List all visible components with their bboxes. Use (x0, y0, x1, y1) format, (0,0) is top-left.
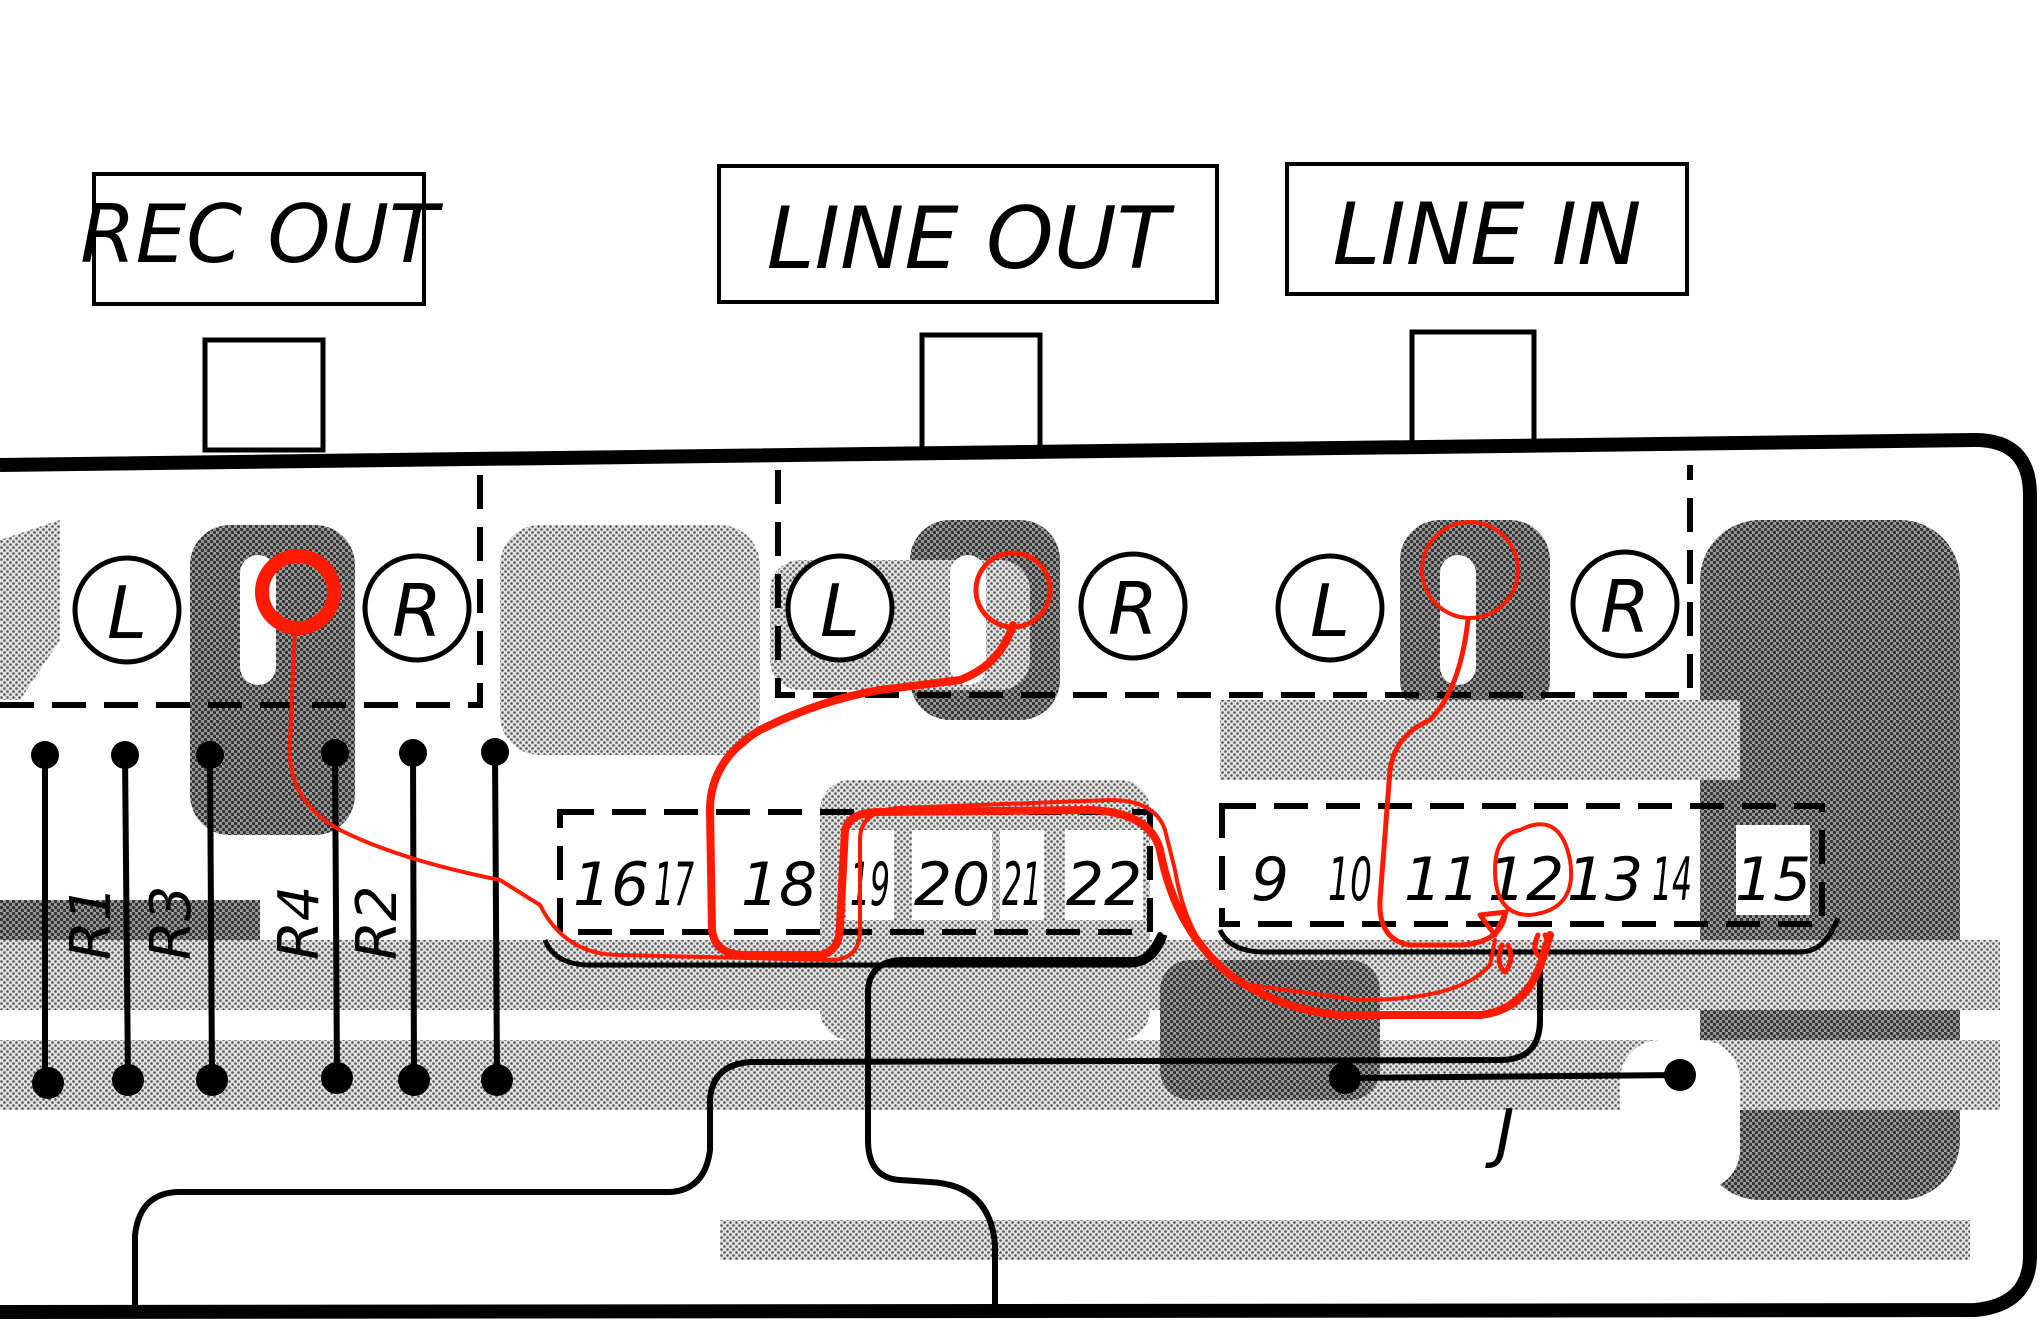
wire-a (132, 962, 1543, 1315)
resistor-label-r3: R3 (139, 885, 204, 960)
red-wire-line-out (706, 621, 1554, 1019)
svg-text:10: 10 (1328, 845, 1372, 915)
pin-12: 12 (1488, 825, 1564, 915)
jumper-j: J (1329, 1059, 1696, 1171)
resistor-label-r2: R2 (345, 885, 410, 960)
trace-bottom-band-3 (720, 1220, 1970, 1260)
line-out-left-jack: L (785, 553, 895, 663)
rec-out-label-group: REC OUT (80, 172, 444, 306)
svg-text:17: 17 (654, 850, 694, 920)
pin-19: 19 (846, 830, 894, 920)
lead-2 (111, 741, 144, 1096)
resistor-leads (31, 738, 513, 1099)
line-out-label-group: LINE OUT (717, 164, 1219, 304)
svg-text:L: L (1310, 569, 1350, 653)
jack-circles: L R L R L R (72, 549, 1680, 685)
trace-area-left (0, 520, 60, 700)
svg-text:14: 14 (1652, 845, 1692, 915)
pin-21: 21 (1000, 830, 1044, 920)
svg-text:13: 13 (1567, 845, 1643, 915)
terminal-strip-right (1217, 803, 1841, 955)
lead-3 (196, 741, 228, 1096)
rec-out-right-jack: R (362, 553, 472, 663)
trace-mid-c (1220, 700, 1740, 780)
svg-text:15: 15 (1735, 845, 1811, 915)
board-outline (0, 432, 2037, 1319)
trace-mid-a (500, 525, 760, 755)
svg-text:12: 12 (1488, 845, 1564, 915)
svg-text:L: L (820, 569, 860, 653)
svg-text:L: L (107, 571, 147, 655)
svg-text:11: 11 (1404, 845, 1480, 915)
line-in-label-box (1285, 162, 1689, 296)
svg-text:9: 9 (1251, 845, 1289, 915)
jack-block-outlines (0, 465, 1693, 708)
pin-22: 22 (1065, 830, 1143, 920)
pin-20: 20 (912, 830, 992, 920)
red-annotations (255, 520, 1574, 1019)
rec-out-label: REC OUT (80, 188, 444, 281)
trace-rec-center (190, 525, 355, 835)
pin-10: 10 (1325, 825, 1375, 915)
svg-text:18: 18 (741, 850, 817, 920)
line-in-right-jack: R (1570, 549, 1680, 659)
lead-5 (398, 739, 430, 1096)
marker-pin-12 (1493, 822, 1574, 917)
line-out-connector (919, 332, 1043, 453)
svg-text:R: R (1600, 565, 1650, 649)
red-arrow-1 (1477, 909, 1509, 938)
terminal-strip-left (542, 809, 1168, 968)
wire-b (865, 932, 1163, 1315)
svg-text:19: 19 (850, 850, 890, 920)
pin-11: 11 (1404, 825, 1480, 915)
pin-9: 9 (1242, 825, 1298, 915)
red-wire-line-in (1377, 617, 1508, 948)
pin-14: 14 (1650, 825, 1694, 915)
rec-out-connector (202, 337, 326, 453)
svg-text:R: R (1108, 567, 1158, 651)
red-arrow-3 (1532, 932, 1551, 961)
svg-text:22: 22 (1066, 850, 1142, 920)
svg-text:16: 16 (573, 850, 649, 920)
lead-1 (31, 741, 64, 1099)
line-out-right-jack: R (1078, 551, 1188, 661)
lead-6 (481, 738, 513, 1096)
pin-18: 18 (740, 830, 818, 920)
resistor-label-r4: R4 (267, 885, 332, 960)
terminal-pins-left: 16 17 18 19 20 21 22 (573, 830, 1143, 920)
marker-line-in (1420, 520, 1520, 620)
svg-text:21: 21 (1002, 850, 1042, 920)
line-in-label: LINE IN (1333, 185, 1642, 285)
black-wires (132, 932, 1543, 1315)
line-in-label-group: LINE IN (1285, 162, 1689, 296)
line-in-center-slot (1440, 555, 1476, 685)
svg-text:R: R (392, 569, 442, 653)
line-in-connector (1409, 329, 1537, 453)
line-in-left-jack: L (1275, 553, 1385, 663)
svg-text:20: 20 (914, 850, 990, 920)
trace-right-area (1700, 520, 1960, 1200)
pin-17: 17 (650, 830, 698, 920)
red-arrow-2 (1496, 942, 1514, 975)
pin-13: 13 (1567, 825, 1643, 915)
resistor-label-r1: R1 (59, 885, 124, 960)
lead-4 (321, 739, 353, 1094)
trace-resistor-band (0, 900, 260, 940)
rec-out-left-jack: L (72, 555, 182, 665)
rec-out-label-box (92, 172, 426, 306)
line-out-label-box (717, 164, 1219, 304)
resistor-labels: R1 R3 R4 R2 (59, 885, 410, 960)
terminal-pins-right: 9 10 11 12 13 14 15 (1242, 825, 1811, 915)
pin-16: 16 (573, 830, 649, 920)
pin-15: 15 (1735, 825, 1811, 915)
line-out-label: LINE OUT (767, 189, 1176, 289)
marker-rec-out (255, 549, 341, 635)
